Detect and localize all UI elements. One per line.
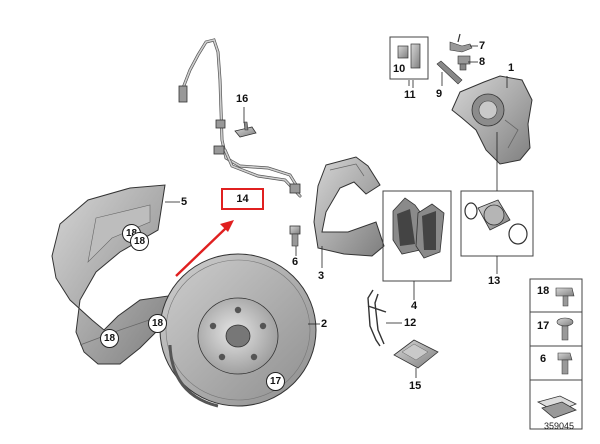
part-12-spring-clip: [367, 289, 387, 347]
part-9-guide-pin: [436, 60, 463, 85]
part-16-clip: [234, 117, 257, 138]
callout-13: 13: [488, 275, 501, 287]
callout-5: 5: [181, 196, 188, 208]
legend-label-18: 18: [537, 285, 550, 297]
part-15-pad-set: [393, 339, 439, 369]
leader-lines: [165, 45, 508, 378]
part-14-hose: [178, 38, 302, 198]
callout-16: 16: [236, 93, 249, 105]
callout-7: 7: [479, 40, 486, 52]
callout-4: 4: [411, 300, 418, 312]
ref-18-shield-c: 18: [100, 329, 119, 348]
legend-label-17: 17: [537, 320, 550, 332]
document-number: 359045: [544, 421, 575, 431]
callout-11: 11: [404, 89, 416, 101]
legend-bolt-17: [556, 317, 574, 341]
part-4-brake-pads: [382, 190, 452, 282]
part-10-11-bushing: [389, 36, 429, 80]
highlight-arrow: [175, 220, 234, 277]
callout-14-highlight: 14: [221, 188, 264, 210]
callout-15: 15: [409, 380, 422, 392]
callout-8: 8: [479, 56, 486, 68]
legend-label-6: 6: [540, 353, 547, 365]
ref-18-shield-b: 18: [130, 232, 149, 251]
callout-3: 3: [318, 270, 325, 282]
legend-bolt-18: [555, 287, 575, 307]
callout-9: 9: [436, 88, 443, 100]
ref-17-disc: 17: [266, 372, 285, 391]
ref-18-shield-d: 18: [148, 314, 167, 333]
callout-2: 2: [321, 318, 328, 330]
callout-10: 10: [393, 63, 406, 75]
part-7-8-bleeder: [449, 33, 473, 71]
fastener-legend: [529, 278, 583, 430]
part-6-bolt: [289, 225, 301, 247]
part-13-piston-kit: [460, 190, 534, 257]
part-3-caliper-carrier: [313, 156, 385, 257]
legend-direction-icon: [536, 395, 577, 419]
part-2-brake-disc: [159, 253, 317, 408]
legend-bolt-6: [557, 352, 573, 375]
callout-6: 6: [292, 256, 299, 268]
part-1-caliper: [451, 75, 533, 165]
callout-1: 1: [508, 62, 515, 74]
callout-12: 12: [404, 317, 417, 329]
